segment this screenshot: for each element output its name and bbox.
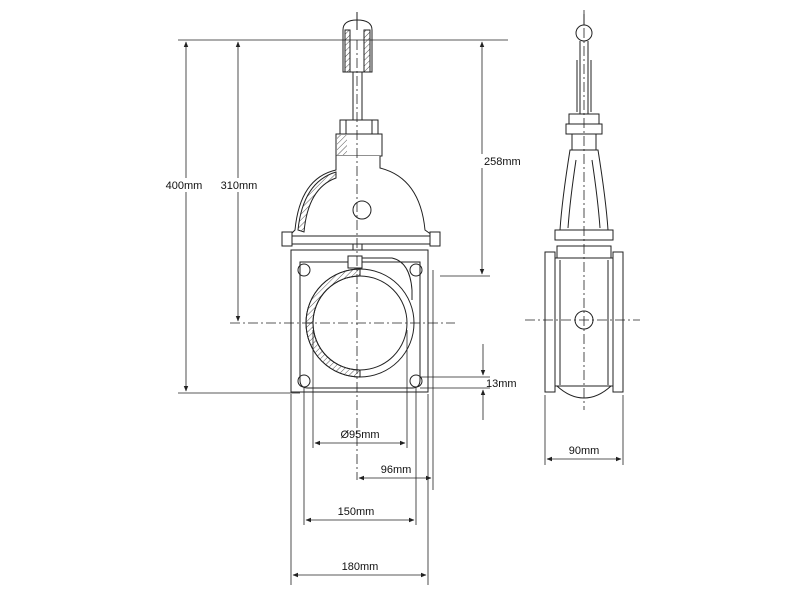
stem-eye xyxy=(342,12,373,73)
label-overall-width: 180mm xyxy=(342,561,379,573)
label-bolt-spacing: 150mm xyxy=(338,506,375,518)
label-flange-thickness: 13mm xyxy=(486,378,517,390)
label-bore-diameter: Ø95mm xyxy=(340,429,379,441)
label-overall-height: 400mm xyxy=(166,180,203,192)
front-center-lines xyxy=(230,40,455,480)
label-top-to-outlet: 258mm xyxy=(484,156,521,168)
side-center-lines xyxy=(525,10,640,410)
side-view xyxy=(525,10,640,410)
dimension-labels: 400mm 310mm 258mm 13mm Ø95mm 96mm 150mm … xyxy=(158,154,599,573)
label-half-width: 96mm xyxy=(381,464,412,476)
valve-body xyxy=(290,249,429,393)
side-stem xyxy=(576,60,592,112)
bonnet xyxy=(281,156,441,247)
gland-nut xyxy=(335,119,383,157)
label-side-width: 90mm xyxy=(569,445,600,457)
front-view xyxy=(230,12,455,480)
label-stem-height: 310mm xyxy=(221,180,258,192)
